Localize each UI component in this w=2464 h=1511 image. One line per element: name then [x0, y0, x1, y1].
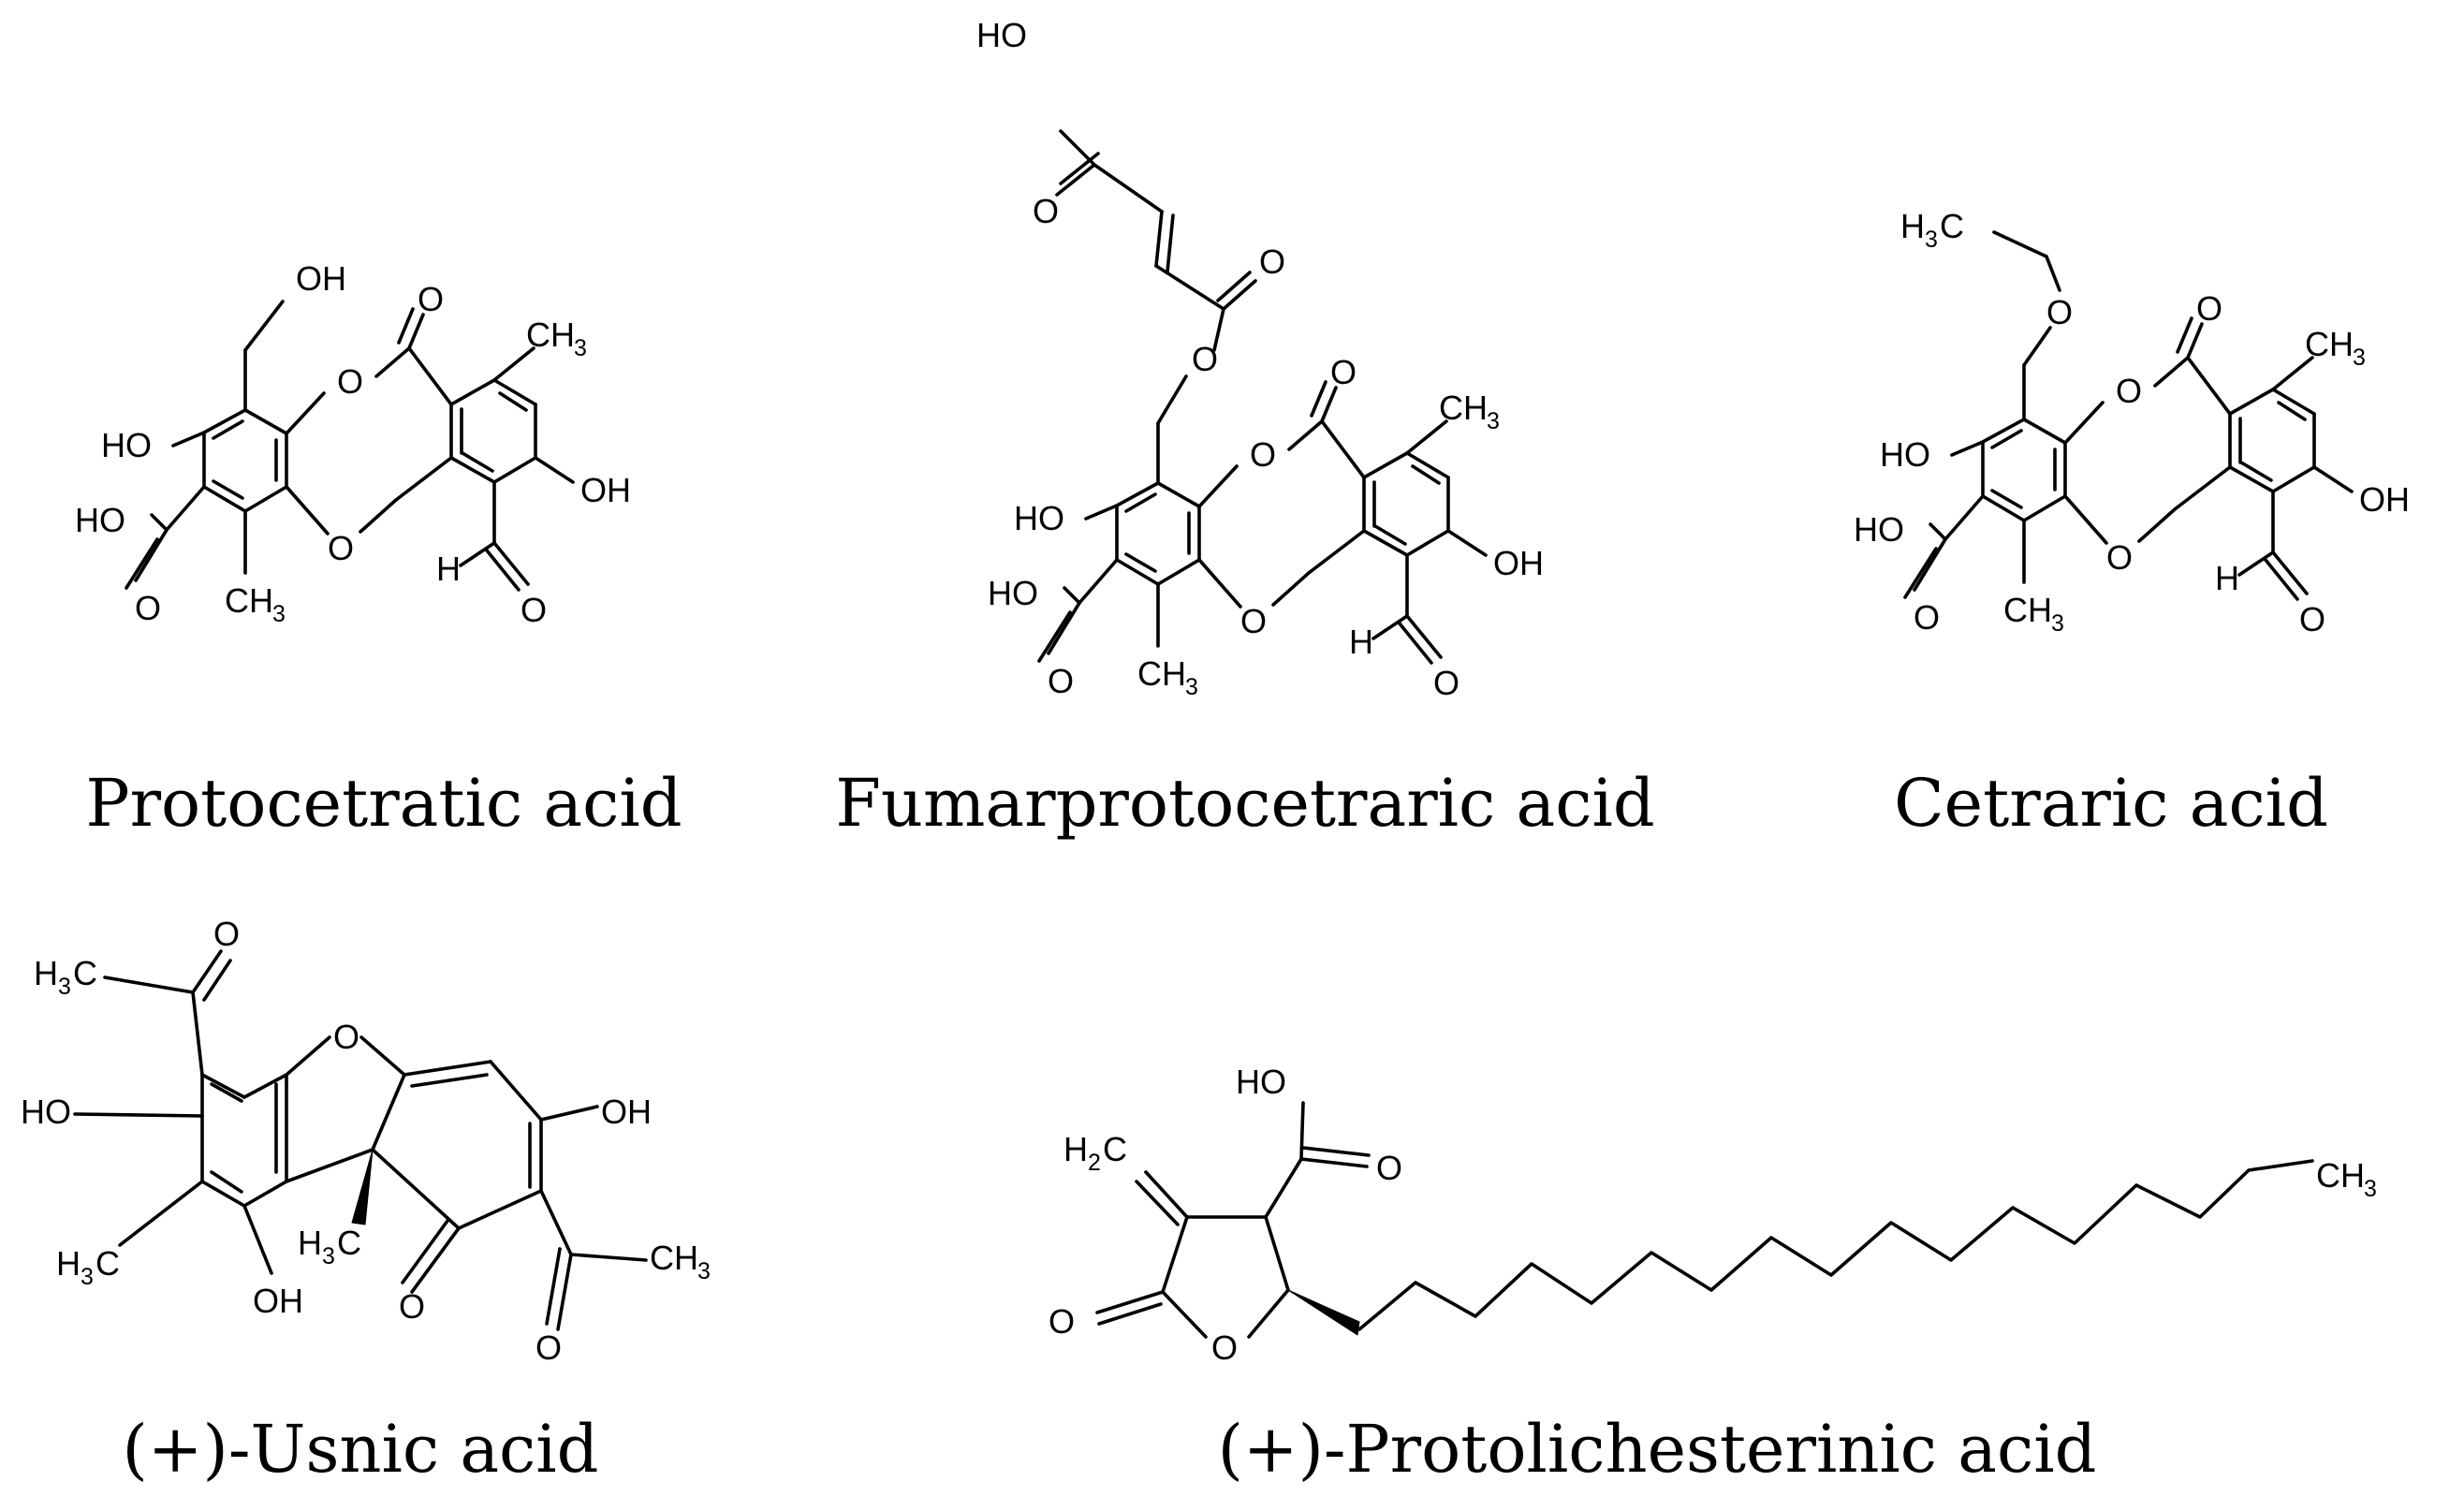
atom-o: O	[1048, 662, 1074, 700]
atom-subscript: 3	[1487, 408, 1500, 434]
atom-o: O	[1211, 1328, 1238, 1367]
atom-h: H	[1349, 623, 1373, 661]
structure-protocetratic-acid: OH HO HO O CH 3 O O O CH 3 OH H O	[75, 259, 631, 629]
atom-o: O	[1192, 340, 1218, 378]
atom-o: O	[1049, 1302, 1075, 1341]
atom-oh: OH	[580, 471, 631, 509]
atom-subscript: 3	[272, 601, 286, 627]
atom-ho: HO	[1880, 435, 1930, 474]
atom-o: O	[135, 589, 161, 627]
atom-o: O	[1330, 353, 1357, 391]
structure-protolichesterinic-acid: HO O H 2 C O O CH 3	[1049, 1063, 2377, 1367]
atom-o: O	[2299, 600, 2325, 638]
atom-o: O	[1376, 1149, 1402, 1187]
atom-ho: HO	[1854, 510, 1904, 549]
atom-subscript: 3	[2364, 1176, 2377, 1202]
atom-h: H	[298, 1224, 322, 1262]
atom-ch: CH	[1439, 389, 1488, 427]
atom-o: O	[328, 529, 354, 567]
atom-subscript: 3	[1185, 674, 1198, 700]
atom-subscript: 3	[2353, 345, 2366, 371]
structure-usnic-acid: H 3 C O O HO OH H 3 C OH H 3 C O CH 3 O	[21, 915, 711, 1367]
atom-subscript: 3	[322, 1243, 335, 1269]
atom-ho: HO	[988, 574, 1038, 612]
atom-oh: OH	[2359, 480, 2410, 519]
atom-o: O	[1250, 435, 1276, 474]
atom-subscript: 3	[697, 1258, 711, 1284]
atom-ch: CH	[2305, 325, 2354, 363]
atom-c: C	[337, 1224, 361, 1262]
atom-o: O	[1033, 192, 1059, 230]
atom-c: C	[73, 954, 97, 992]
atom-h: H	[1063, 1130, 1088, 1168]
atom-ho: HO	[1236, 1063, 1286, 1101]
atom-o: O	[418, 280, 444, 318]
atom-c: C	[1940, 207, 1964, 245]
atom-h: H	[34, 954, 58, 992]
compound-name-protocetratic-acid: Protocetratic acid	[85, 765, 682, 842]
atom-subscript: 3	[1925, 227, 1938, 253]
atom-h: H	[1900, 207, 1925, 245]
atom-ho: HO	[101, 426, 152, 464]
atom-ho: HO	[75, 501, 125, 539]
atom-ch: CH	[526, 315, 575, 354]
atom-ch: CH	[1137, 654, 1186, 693]
atom-ch: CH	[650, 1239, 698, 1277]
atom-o: O	[213, 915, 240, 953]
atom-ch: CH	[225, 581, 273, 620]
atom-o: O	[2106, 538, 2133, 577]
atom-ho: HO	[1014, 499, 1064, 537]
atom-o: O	[2046, 293, 2073, 331]
atom-o: O	[1914, 598, 1940, 637]
atom-subscript: 2	[1088, 1150, 1101, 1176]
atom-o: O	[1259, 242, 1285, 281]
atom-o: O	[1433, 664, 1459, 702]
atom-oh: OH	[601, 1093, 652, 1131]
atom-subscript: 3	[574, 335, 587, 361]
atom-o: O	[521, 591, 547, 629]
atom-o: O	[399, 1287, 425, 1326]
atom-o: O	[1240, 602, 1267, 640]
atom-oh: OH	[253, 1282, 303, 1320]
atom-h: H	[2215, 559, 2239, 597]
atom-o: O	[2196, 289, 2222, 328]
atom-subscript: 3	[81, 1264, 94, 1290]
atom-oh: OH	[1493, 544, 1544, 582]
compound-name-usnic-acid: (+)-Usnic acid	[123, 1411, 599, 1488]
atom-subscript: 3	[2051, 610, 2064, 637]
atom-o: O	[535, 1328, 562, 1367]
atom-ho: HO	[976, 16, 1027, 54]
structure-cetraric-acid: H 3 C O HO HO O CH 3 O O O CH 3 OH H O	[1854, 207, 2410, 638]
atom-o: O	[333, 1018, 359, 1056]
atom-subscript: 3	[58, 974, 71, 1000]
atom-h: H	[436, 550, 461, 588]
atom-oh: OH	[296, 259, 346, 298]
atom-o: O	[337, 362, 363, 401]
atom-c: C	[95, 1244, 120, 1283]
atom-ch: CH	[2316, 1156, 2365, 1195]
atom-c: C	[1103, 1130, 1127, 1168]
compound-name-fumarprotocetraric-acid: Fumarprotocetraric acid	[835, 765, 1654, 842]
atom-ch: CH	[2003, 591, 2052, 629]
atom-o: O	[2116, 372, 2142, 410]
compound-name-cetraric-acid: Cetraric acid	[1894, 765, 2328, 842]
compound-name-protolichesterinic-acid: (+)-Protolichesterinic acid	[1218, 1411, 2097, 1488]
structure-fumarprotocetraric-acid: HO O O O HO HO O CH 3 O O O CH 3 OH H O	[976, 16, 1544, 702]
atom-ho: HO	[21, 1093, 71, 1131]
atom-h: H	[56, 1244, 81, 1283]
